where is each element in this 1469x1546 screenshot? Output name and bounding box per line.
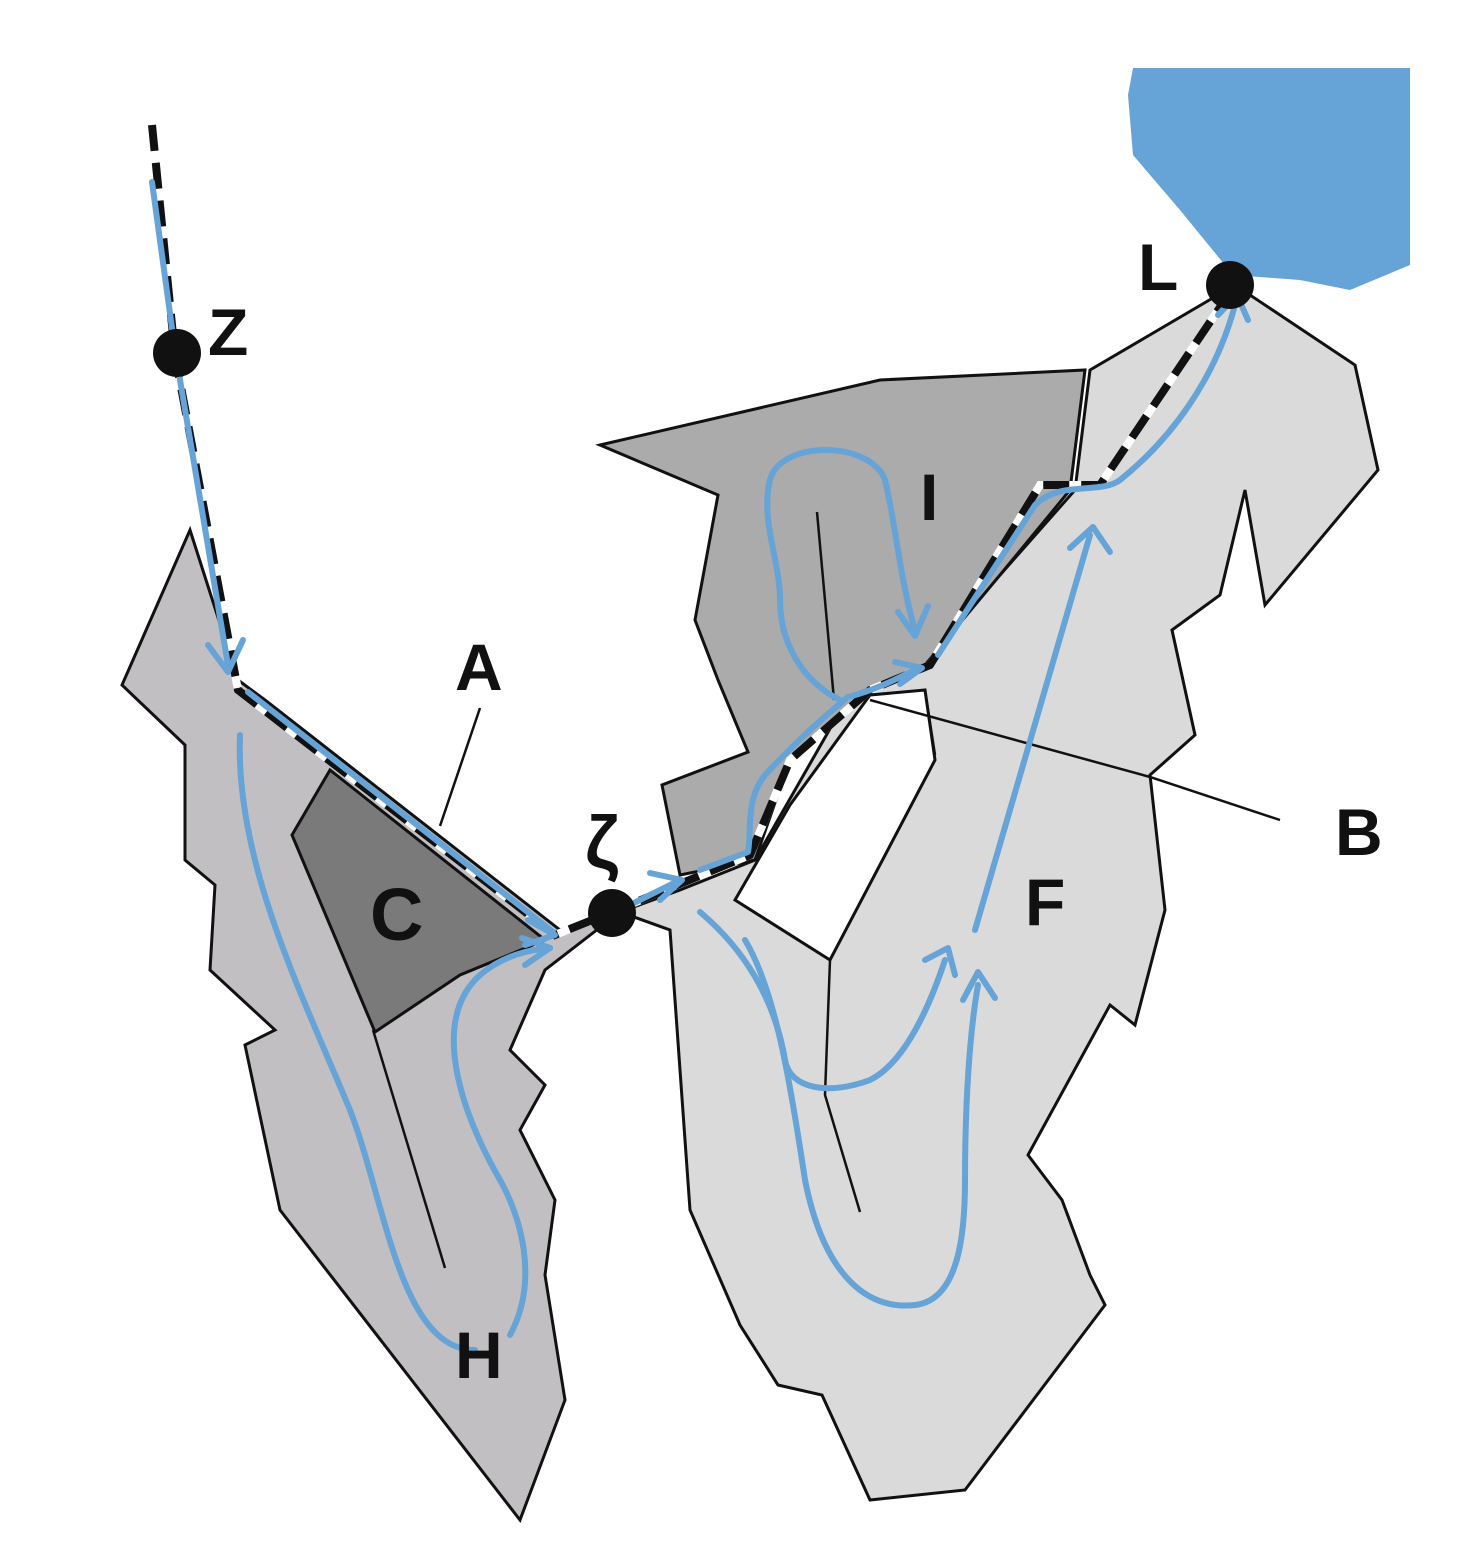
subcatchment-c	[290, 767, 548, 1035]
label-c: C	[370, 873, 423, 956]
label-l: L	[1138, 230, 1178, 304]
label-i: I	[920, 460, 938, 534]
leader-line-a	[438, 707, 482, 827]
valley-line-upper	[815, 511, 836, 701]
label-a: A	[455, 630, 503, 704]
label-zeta: ζ	[585, 801, 619, 884]
main-channel	[148, 124, 1239, 940]
arrowhead	[205, 637, 246, 675]
arrowhead	[895, 603, 931, 639]
ridge-line-right	[923, 689, 937, 756]
arrowhead	[960, 969, 998, 1003]
leader-line-b	[869, 698, 1281, 822]
valley-line-right	[823, 959, 862, 1213]
arrowhead	[519, 935, 553, 968]
valley-line-left	[371, 1029, 447, 1269]
label-b: B	[1335, 795, 1383, 869]
label-h: H	[455, 1318, 503, 1392]
arrowhead	[647, 870, 685, 903]
label-f: F	[1025, 865, 1065, 939]
arrowhead	[1067, 524, 1113, 555]
node-l	[1206, 261, 1254, 309]
water-body	[1128, 68, 1410, 290]
arrowhead	[892, 659, 925, 687]
node-z	[153, 329, 201, 377]
label-z: Z	[208, 295, 248, 369]
arrowhead	[922, 945, 958, 978]
node-zeta	[588, 889, 636, 937]
